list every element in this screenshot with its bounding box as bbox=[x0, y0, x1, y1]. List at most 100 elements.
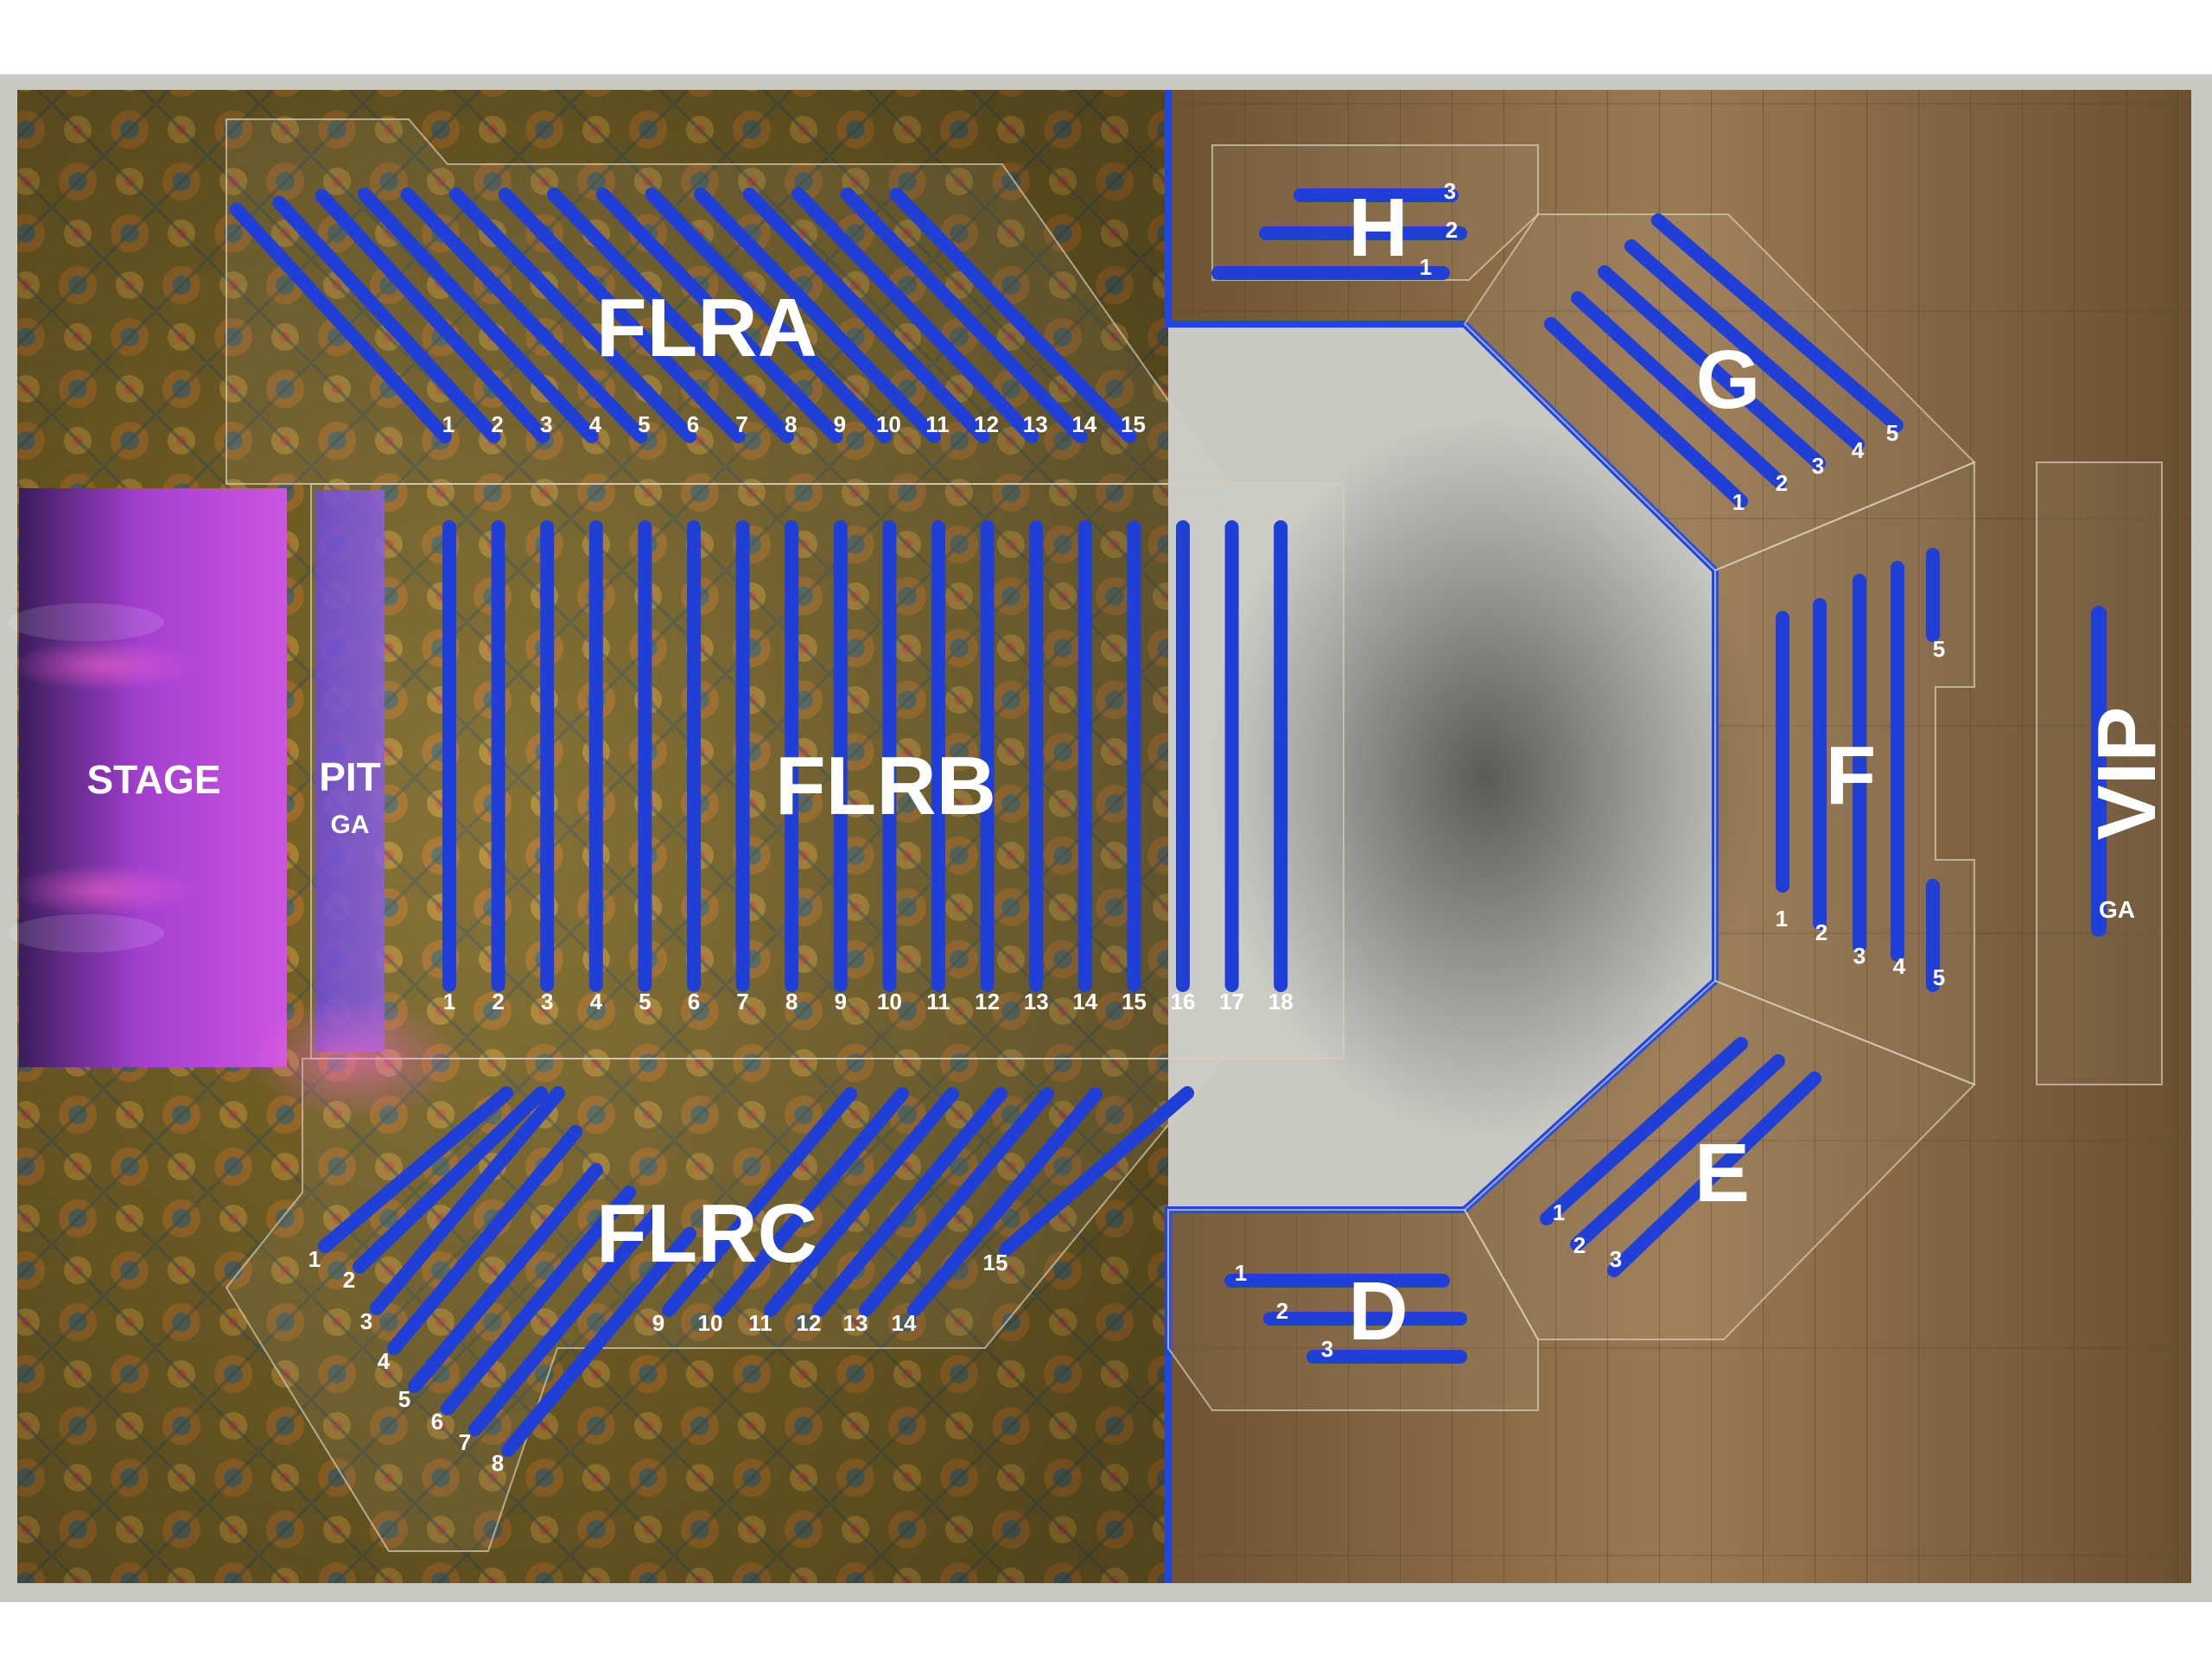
row-number-flrb-11: 11 bbox=[926, 989, 950, 1015]
row-number-e-2: 2 bbox=[1573, 1232, 1586, 1258]
vip-label: VIP bbox=[2081, 707, 2173, 841]
seat-row-e-3[interactable] bbox=[1607, 1072, 1821, 1277]
seat-row-g-4[interactable] bbox=[1624, 239, 1865, 451]
row-number-g-4: 4 bbox=[1852, 437, 1865, 463]
seat-row-flrc-11[interactable] bbox=[764, 1087, 959, 1317]
section-outline-h bbox=[1211, 144, 1539, 281]
row-number-f-6: 5 bbox=[1933, 964, 1945, 990]
row-number-flra-8: 8 bbox=[785, 411, 797, 437]
row-number-flrb-5: 5 bbox=[639, 989, 651, 1015]
row-number-flra-2: 2 bbox=[491, 411, 503, 437]
pit-label: PIT bbox=[319, 754, 381, 799]
row-number-f-2: 2 bbox=[1815, 919, 1827, 945]
row-number-flra-6: 6 bbox=[687, 411, 699, 437]
seat-row-flra-6[interactable] bbox=[449, 188, 696, 443]
seat-row-flra-1[interactable] bbox=[229, 202, 452, 443]
seat-row-flra-9[interactable] bbox=[595, 188, 843, 443]
section-label-flrb: FLRB bbox=[775, 740, 996, 832]
row-number-flrb-9: 9 bbox=[835, 989, 847, 1015]
seat-row-e-2[interactable] bbox=[1570, 1054, 1785, 1251]
seat-row-flrc-1[interactable] bbox=[318, 1086, 513, 1253]
row-number-flrc-12: 12 bbox=[797, 1310, 822, 1336]
row-number-flrb-10: 10 bbox=[877, 989, 902, 1015]
seat-row-flra-13[interactable] bbox=[791, 188, 1039, 443]
seat-row-g-1[interactable] bbox=[1544, 317, 1748, 508]
row-number-flrc-1: 1 bbox=[308, 1246, 321, 1272]
seat-row-flra-5[interactable] bbox=[400, 188, 648, 443]
seat-row-flrc-15[interactable] bbox=[999, 1086, 1194, 1256]
vip-section[interactable]: VIP GA bbox=[2081, 606, 2173, 937]
row-number-f-1: 1 bbox=[1776, 906, 1788, 932]
row-number-flrc-5: 5 bbox=[398, 1386, 410, 1412]
row-number-flrc-10: 10 bbox=[698, 1310, 723, 1336]
seat-row-flra-4[interactable] bbox=[358, 188, 599, 443]
row-number-flrc-2: 2 bbox=[343, 1267, 355, 1293]
row-number-flrb-13: 13 bbox=[1024, 989, 1049, 1015]
row-number-flrb-3: 3 bbox=[541, 989, 553, 1015]
row-number-e-1: 1 bbox=[1553, 1199, 1565, 1225]
seat-row-flrc-6[interactable] bbox=[441, 1186, 636, 1415]
row-number-flrc-3: 3 bbox=[360, 1308, 372, 1334]
section-label-flrc: FLRC bbox=[596, 1187, 817, 1280]
seat-row-flrc-9[interactable] bbox=[662, 1087, 857, 1317]
row-number-g-5: 5 bbox=[1886, 420, 1898, 446]
seat-rows-layer bbox=[229, 188, 1940, 1457]
row-number-flra-5: 5 bbox=[638, 411, 650, 437]
stage: STAGE bbox=[9, 488, 287, 1067]
seat-row-flra-2[interactable] bbox=[272, 195, 501, 443]
row-number-flrb-8: 8 bbox=[785, 989, 798, 1015]
section-label-d: D bbox=[1348, 1265, 1408, 1358]
row-number-flrb-15: 15 bbox=[1122, 989, 1147, 1015]
seat-row-g-2[interactable] bbox=[1571, 291, 1787, 489]
seat-row-flrc-13[interactable] bbox=[859, 1087, 1054, 1317]
row-number-flra-11: 11 bbox=[925, 411, 950, 437]
seat-row-flrc-12[interactable] bbox=[812, 1087, 1007, 1317]
section-label-flra: FLRA bbox=[596, 282, 817, 374]
row-number-flra-12: 12 bbox=[974, 411, 999, 437]
row-number-flrb-6: 6 bbox=[688, 989, 700, 1015]
seat-row-g-3[interactable] bbox=[1598, 265, 1826, 470]
row-number-g-3: 3 bbox=[1812, 453, 1824, 479]
row-number-flra-14: 14 bbox=[1071, 411, 1096, 437]
seat-row-e-1[interactable] bbox=[1540, 1037, 1748, 1225]
seat-row-flra-14[interactable] bbox=[840, 188, 1088, 443]
seat-row-flrc-4[interactable] bbox=[387, 1125, 582, 1355]
row-number-d-2: 2 bbox=[1276, 1298, 1288, 1324]
seat-row-flra-12[interactable] bbox=[742, 188, 990, 443]
seat-row-flra-10[interactable] bbox=[645, 188, 893, 443]
row-number-h-3: 3 bbox=[1444, 178, 1456, 204]
row-number-flrb-4: 4 bbox=[590, 989, 603, 1015]
seat-row-flra-7[interactable] bbox=[498, 188, 746, 443]
row-number-flrc-4: 4 bbox=[378, 1348, 391, 1374]
seat-row-flrc-7[interactable] bbox=[468, 1206, 664, 1436]
seat-row-flra-3[interactable] bbox=[315, 188, 550, 443]
seat-row-g-5[interactable] bbox=[1651, 213, 1904, 432]
seat-row-flrc-2[interactable] bbox=[353, 1086, 548, 1274]
seat-row-flra-8[interactable] bbox=[547, 188, 795, 443]
row-number-flrb-16: 16 bbox=[1171, 989, 1196, 1015]
row-number-h-1: 1 bbox=[1420, 254, 1432, 280]
row-number-h-2: 2 bbox=[1446, 217, 1458, 243]
row-number-flrb-14: 14 bbox=[1072, 989, 1097, 1015]
row-number-flrc-9: 9 bbox=[652, 1310, 664, 1336]
seat-row-flrc-3[interactable] bbox=[370, 1086, 565, 1315]
stage-label: STAGE bbox=[86, 757, 220, 802]
row-number-flra-10: 10 bbox=[876, 411, 901, 437]
row-number-flrc-14: 14 bbox=[892, 1310, 917, 1336]
seat-row-flrc-10[interactable] bbox=[714, 1087, 909, 1317]
row-number-flrc-11: 11 bbox=[748, 1310, 772, 1336]
row-number-g-2: 2 bbox=[1776, 470, 1788, 496]
seat-row-flrc-8[interactable] bbox=[501, 1227, 696, 1457]
pit-section[interactable]: PIT GA bbox=[251, 490, 458, 1119]
row-number-flrc-15: 15 bbox=[983, 1250, 1008, 1275]
seat-row-flrc-14[interactable] bbox=[907, 1087, 1103, 1317]
row-number-flrb-12: 12 bbox=[975, 989, 1000, 1015]
row-number-d-1: 1 bbox=[1235, 1260, 1247, 1286]
row-number-flra-3: 3 bbox=[540, 411, 552, 437]
seat-row-flra-15[interactable] bbox=[889, 188, 1137, 443]
section-label-g: G bbox=[1696, 334, 1761, 426]
seat-row-flra-11[interactable] bbox=[694, 188, 941, 443]
seat-row-flrc-5[interactable] bbox=[408, 1163, 603, 1393]
